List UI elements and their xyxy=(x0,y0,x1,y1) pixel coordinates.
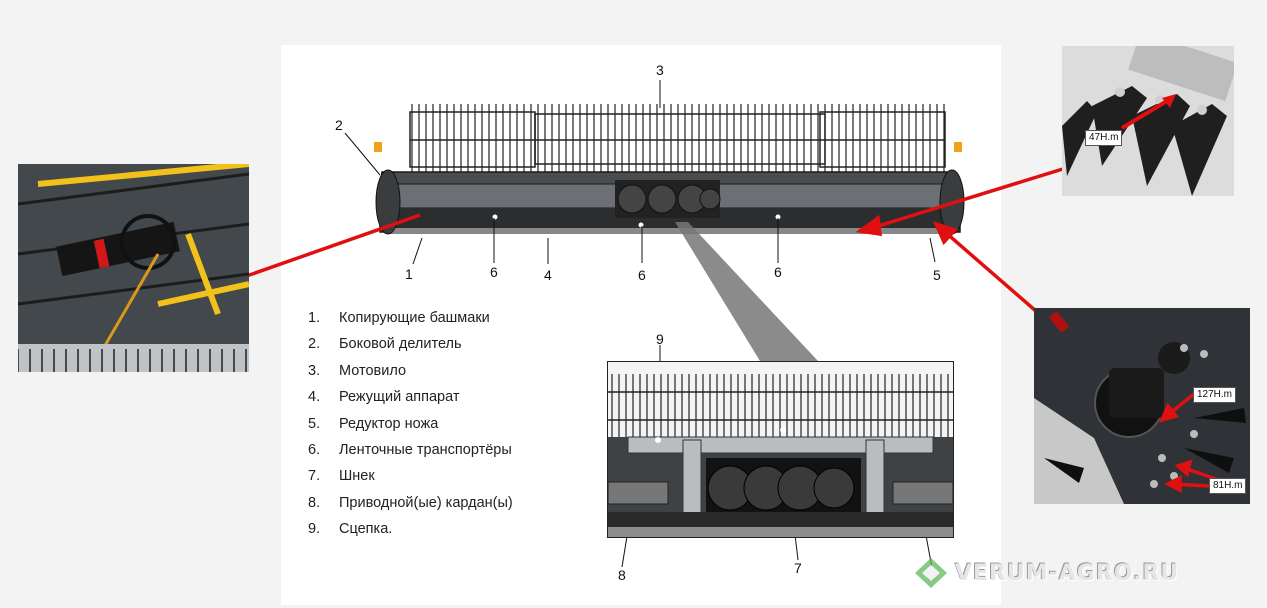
auger-detail-drawing xyxy=(607,361,954,538)
reel-tines xyxy=(411,104,945,174)
knife-guard-photo xyxy=(1062,46,1234,196)
header-drawing xyxy=(374,104,965,235)
callout-9: 9 xyxy=(656,331,664,347)
item-label: Копирующие башмаки xyxy=(339,310,490,326)
item-label: Ленточные транспортёры xyxy=(339,441,512,458)
item-number: 5. xyxy=(308,415,321,432)
reel-drawing xyxy=(409,111,946,168)
callout-1: 1 xyxy=(405,266,413,282)
callout-8a: 8 xyxy=(618,567,626,583)
callout-6b: 6 xyxy=(638,267,646,283)
reel-drive-photo xyxy=(18,164,249,372)
cutter-bar xyxy=(390,228,950,234)
callout-7: 7 xyxy=(794,560,802,576)
parts-list-item: 9. Сцепка. xyxy=(308,521,513,547)
callout-2: 2 xyxy=(335,117,343,133)
parts-list-item: 7. Шнек xyxy=(308,468,513,494)
parts-list: 1.Копирующие башмаки 2.Боковой делитель … xyxy=(308,310,513,548)
callout-5: 5 xyxy=(933,267,941,283)
callout-3: 3 xyxy=(656,62,664,78)
parts-list-item: 4. Режущий аппарат xyxy=(308,389,513,415)
watermark-text: VERUM-AGRO.RU xyxy=(955,560,1180,586)
item-label: Режущий аппарат xyxy=(339,389,460,406)
item-number: 6. xyxy=(308,441,321,458)
auger-drawing xyxy=(615,180,721,218)
item-label: Мотовило xyxy=(339,362,407,379)
parts-list-item: 6. Ленточные транспортёры xyxy=(308,442,513,468)
item-number: 7. xyxy=(308,468,321,485)
torque-label-knife: 47Н.m xyxy=(1085,130,1123,146)
item-number: 4. xyxy=(308,389,321,406)
item-number: 8. xyxy=(308,494,321,511)
callout-6c: 6 xyxy=(774,264,782,280)
parts-list-item: 8. Приводной(ые) кардан(ы) xyxy=(308,495,513,521)
item-label: Редуктор ножа xyxy=(339,415,439,432)
callout-4: 4 xyxy=(544,267,552,283)
zoom-cone xyxy=(675,222,818,361)
item-number: 2. xyxy=(308,336,321,353)
watermark: VERUM-AGRO.RU xyxy=(913,556,1179,590)
knife-gearbox-photo xyxy=(1034,308,1250,504)
callout-6a: 6 xyxy=(490,264,498,280)
item-label: Приводной(ые) кардан(ы) xyxy=(339,494,513,511)
item-label: Шнек xyxy=(339,468,375,485)
torque-label-gearbox-upper: 127Н.m xyxy=(1193,387,1237,403)
parts-list-item: 5. Редуктор ножа xyxy=(308,416,513,442)
parts-list-item: 2. Боковой делитель xyxy=(308,336,513,362)
item-number: 9. xyxy=(308,521,321,538)
parts-list-item: 3. Мотовило xyxy=(308,363,513,389)
parts-list-item: 1. Копирующие башмаки xyxy=(308,310,513,336)
item-number: 3. xyxy=(308,362,321,379)
torque-label-gearbox-lower: 81Н.m xyxy=(1209,478,1247,494)
item-label: Сцепка. xyxy=(339,521,393,538)
watermark-logo-icon xyxy=(915,558,947,588)
item-number: 1. xyxy=(308,310,321,326)
item-label: Боковой делитель xyxy=(339,336,462,353)
